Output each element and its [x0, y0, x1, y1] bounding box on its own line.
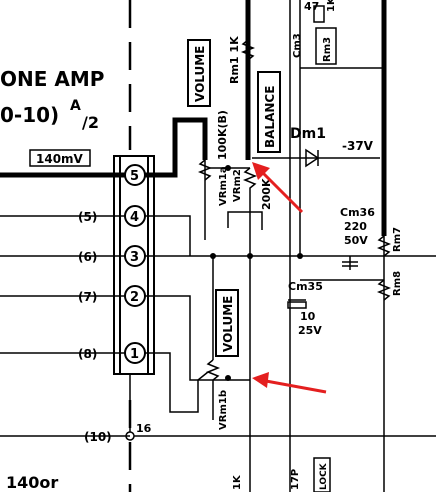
volume-box-bottom-label: VOLUME: [221, 296, 235, 352]
svg-text:2: 2: [130, 290, 139, 305]
amp-title-line2: 0-10): [0, 103, 59, 127]
terminal-pin-4: 4: [124, 205, 146, 227]
rm7-resistor: [376, 235, 392, 257]
rm3-label: Rm3: [322, 37, 333, 62]
bottom-lock-box: [313, 457, 331, 492]
svg-text:3: 3: [130, 250, 139, 265]
vrm2-value-label: 200K: [260, 178, 273, 210]
node-number-16: 16: [136, 422, 152, 435]
pin4-wire: [145, 215, 191, 256]
supply-voltage-label: -37V: [342, 139, 374, 153]
cm36-cap-label: 220: [344, 220, 367, 233]
rm1-label: Rm1 1K: [228, 36, 241, 84]
rm3-value-label: 1K: [326, 0, 337, 12]
dm1-symbol: [305, 148, 320, 168]
vrm1a-zigzag: [197, 159, 213, 181]
amp-title-line1: ONE AMP: [0, 67, 104, 91]
terminal-pin-2: 2: [124, 285, 146, 307]
cm36-volt-label: 50V: [344, 234, 368, 247]
cm35-symbol: [287, 301, 307, 309]
balance-box: [257, 71, 281, 153]
vrm1b-label: VRm1b: [218, 390, 229, 430]
signal-level-label: 140mV: [36, 152, 84, 166]
wire-label-10: (10): [84, 430, 112, 444]
vrm1a-label: VRm1a: [218, 166, 229, 206]
bottom-140or-label: 140or: [6, 473, 58, 492]
terminal-block: [113, 155, 155, 375]
cm3-label: Cm3: [292, 33, 303, 58]
volume-box-bottom: [215, 289, 239, 357]
rm8-label: Rm8: [392, 271, 403, 296]
svg-text:5: 5: [130, 169, 139, 184]
bottom-lock-label: LOCK: [319, 462, 329, 490]
svg-text:1: 1: [130, 347, 139, 362]
terminal-pin-5: 5: [124, 164, 146, 186]
pin1-wire: [145, 352, 209, 413]
wire-label-8: (8): [78, 347, 97, 361]
volume-box-top-label: VOLUME: [193, 46, 207, 102]
volume-box-top: [187, 39, 211, 107]
pin2-wire: [145, 295, 250, 381]
rm8-resistor: [376, 279, 392, 301]
amp-title-fraction: /2: [82, 113, 99, 132]
cm35-cap-label: 10: [300, 310, 316, 323]
vrm1b-zigzag: [205, 359, 221, 420]
bottom-17p-label: 17P: [290, 469, 301, 490]
terminal-pin-1: 1: [124, 342, 146, 364]
cm36-label: Cm36: [340, 206, 375, 219]
wire-label-7: (7): [78, 290, 97, 304]
dm1-label: Dm1: [290, 126, 326, 142]
volume-wiper-node: [225, 165, 231, 171]
vrm2-wiper: [227, 211, 263, 230]
rm1-resistor: [240, 39, 256, 61]
signal-level-box: [29, 149, 91, 167]
rm7-label: Rm7: [392, 227, 403, 252]
annotation-arrow-top: [252, 162, 304, 214]
svg-text:4: 4: [130, 210, 139, 225]
bottom-1k-label: 1K: [232, 474, 243, 490]
wire-label-6: (6): [78, 250, 97, 264]
rm3-box: [315, 27, 337, 65]
vrm2-zigzag: [242, 167, 258, 230]
cm35-label: Cm35: [288, 280, 323, 293]
signal-path-to-volume: [145, 117, 208, 178]
cm3-symbol: [313, 5, 325, 23]
balance-box-label: BALANCE: [263, 86, 277, 148]
vrm2-label: VRm2: [232, 169, 243, 202]
volume-value-label: 100K(B): [216, 110, 229, 160]
wire-label-5: (5): [78, 210, 97, 224]
cm35-volt-label: 25V: [298, 324, 322, 337]
amp-title-superscript: A: [70, 98, 81, 114]
annotation-arrow-bottom: [252, 372, 327, 394]
terminal-pin-3: 3: [124, 245, 146, 267]
volume-b-wiper-node: [225, 375, 231, 381]
cm3-value-label: 47: [304, 0, 319, 13]
